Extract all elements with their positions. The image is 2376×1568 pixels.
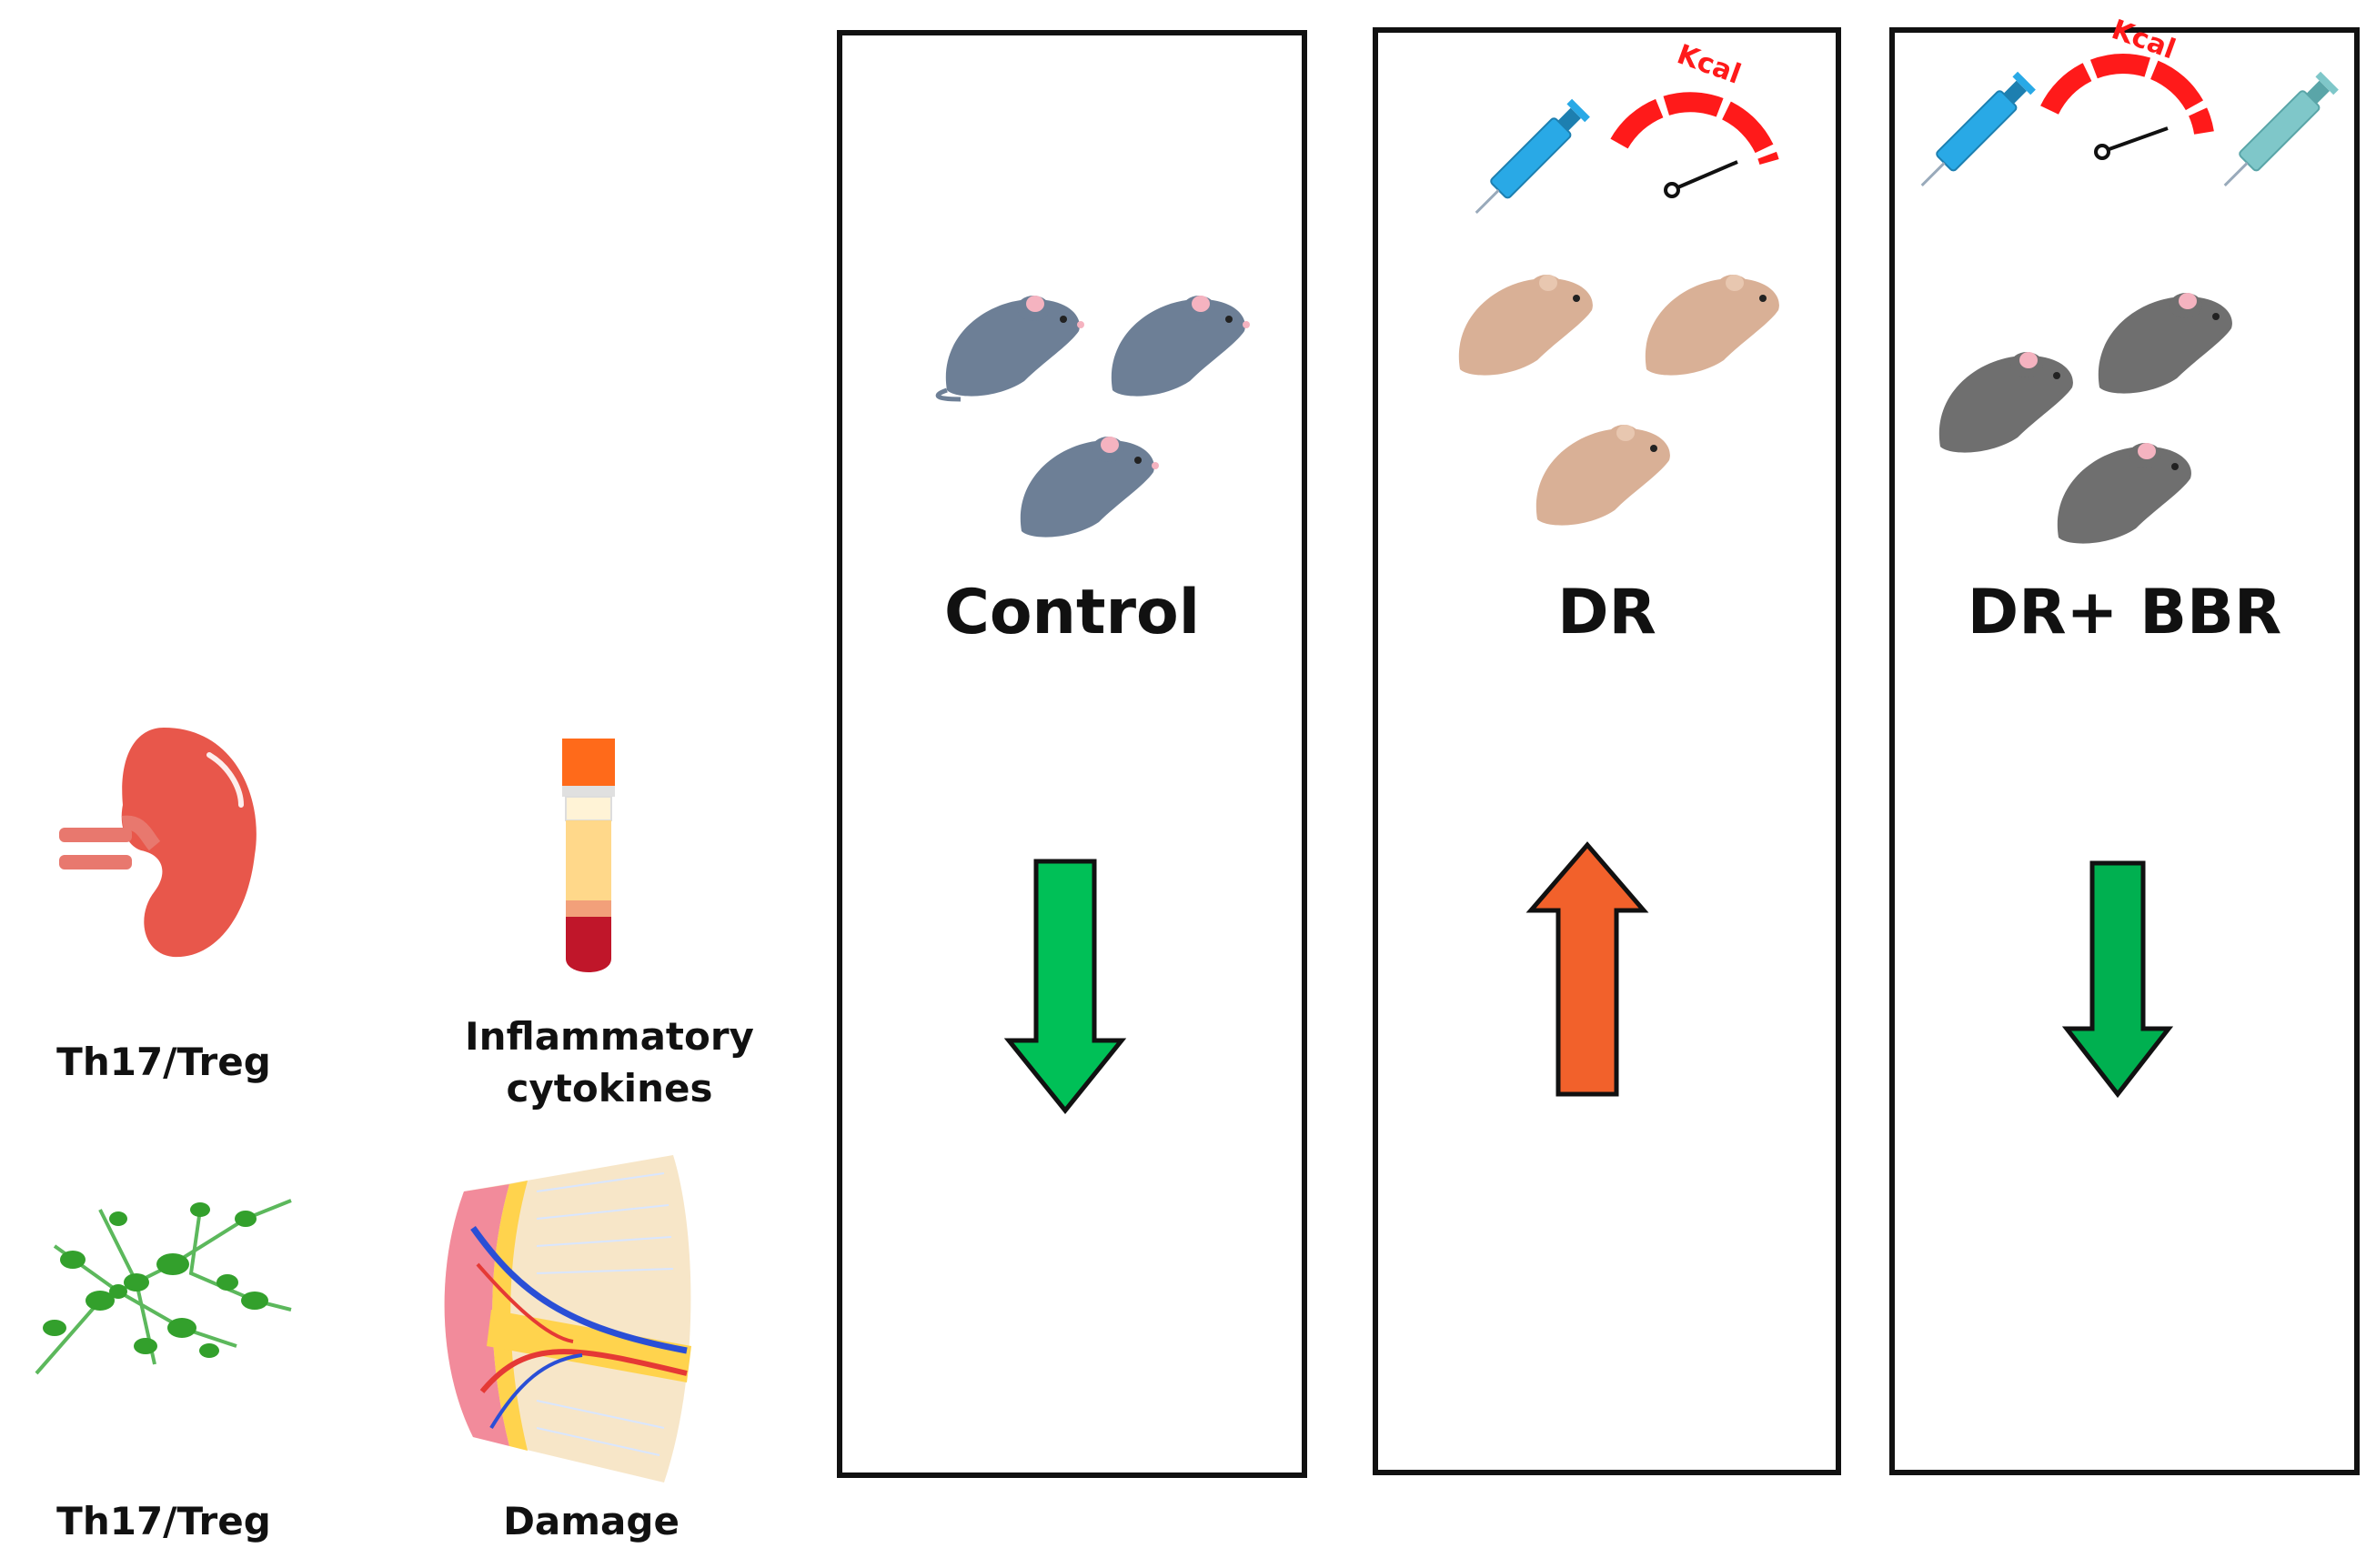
syringe-icon — [1920, 71, 2036, 186]
kcal-gauge-icon: Kcal — [1610, 38, 1779, 198]
group-panel-dr-bbr: Kcal DR+ BBR — [1889, 14, 2360, 1475]
group-title: DR — [1557, 577, 1656, 648]
legend-label-blood-tube: Inflammatory cytokines — [465, 1014, 754, 1111]
group-panel-dr: Kcal DR — [1373, 27, 1841, 1475]
blood-tube-icon — [562, 739, 615, 972]
kidney-icon — [59, 728, 257, 958]
tissue-section-icon — [444, 1155, 691, 1483]
mouse-icon — [1645, 275, 1779, 376]
mouse-icon — [2098, 293, 2232, 394]
syringe-icon — [1475, 98, 1590, 214]
legend-label-kidney: Th17/Treg — [56, 1040, 271, 1084]
group-panel-control: Control — [837, 30, 1307, 1478]
arrow-up-icon — [1525, 841, 1649, 1097]
mouse-icon — [1458, 275, 1593, 376]
mouse-icon — [1020, 437, 1159, 538]
mouse-icon — [2057, 443, 2191, 544]
mouse-icon — [935, 296, 1084, 402]
mouse-icon — [1111, 296, 1250, 397]
kcal-label: Kcal — [1673, 38, 1745, 90]
arrow-down-icon — [2061, 860, 2174, 1099]
bacteria-cells-icon — [35, 1199, 292, 1375]
group-title: DR+ BBR — [1967, 577, 2282, 648]
legend-label-bacteria: Th17/Treg — [56, 1499, 271, 1543]
syringe-icon — [2223, 71, 2339, 186]
kcal-gauge-icon: Kcal — [2040, 14, 2214, 160]
mouse-icon — [1938, 352, 2073, 453]
legend-label-tissue: Damage — [503, 1499, 680, 1543]
mouse-icon — [1535, 425, 1670, 526]
arrow-down-icon — [1003, 859, 1127, 1114]
group-title: Control — [943, 577, 1201, 648]
